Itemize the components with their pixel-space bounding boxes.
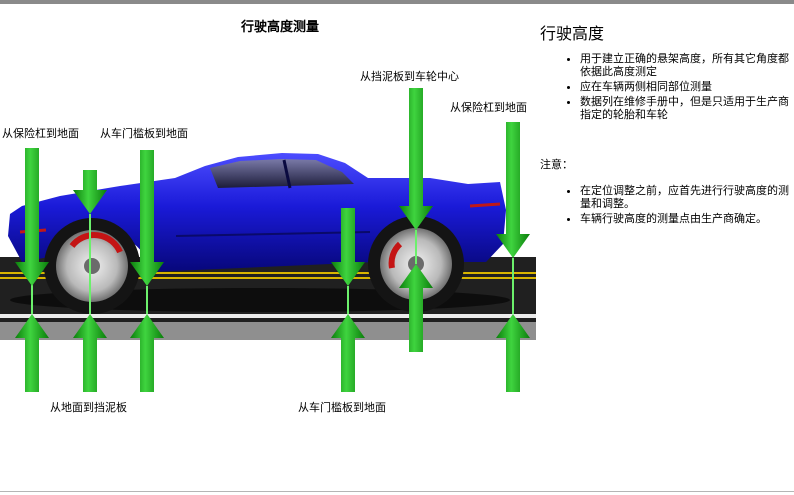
measurement-lines [31,214,514,314]
label-fender-to-wheel-center: 从挡泥板到车轮中心 [360,70,459,83]
down-arrows [15,88,530,286]
label-rocker-panel-to-ground-bottom: 从车门槛板到地面 [298,401,386,414]
bottom-divider [0,491,794,492]
label-rocker-panel-to-ground-top: 从车门槛板到地面 [100,127,188,140]
ride-height-bullets: 用于建立正确的悬架高度，所有其它角度都依据此高度测定 应在车辆两侧相同部位测量 … [563,52,794,123]
list-item: 车辆行驶高度的测量点由生产商确定。 [580,212,794,225]
list-item: 在定位调整之前，应首先进行行驶高度的测量和调整。 [580,184,794,210]
list-item: 用于建立正确的悬架高度，所有其它角度都依据此高度测定 [580,52,794,78]
top-divider [0,0,794,4]
note-bullets: 在定位调整之前，应首先进行行驶高度的测量和调整。 车辆行驶高度的测量点由生产商确… [563,184,794,227]
label-ground-to-fender: 从地面到挡泥板 [50,401,127,414]
note-label: 注意： [540,158,573,171]
up-arrows [15,264,530,392]
list-item: 数据列在维修手册中，但是只适用于生产商指定的轮胎和车轮 [580,95,794,121]
list-item: 应在车辆两侧相同部位测量 [580,80,794,93]
front-wheel [44,218,140,314]
ride-height-diagram [0,88,536,392]
label-bumper-to-ground-left: 从保险杠到地面 [2,127,79,140]
panel-title: 行驶高度 [540,24,605,43]
label-bumper-to-ground-right: 从保险杠到地面 [450,101,527,114]
figure-title: 行驶高度测量 [240,20,319,35]
